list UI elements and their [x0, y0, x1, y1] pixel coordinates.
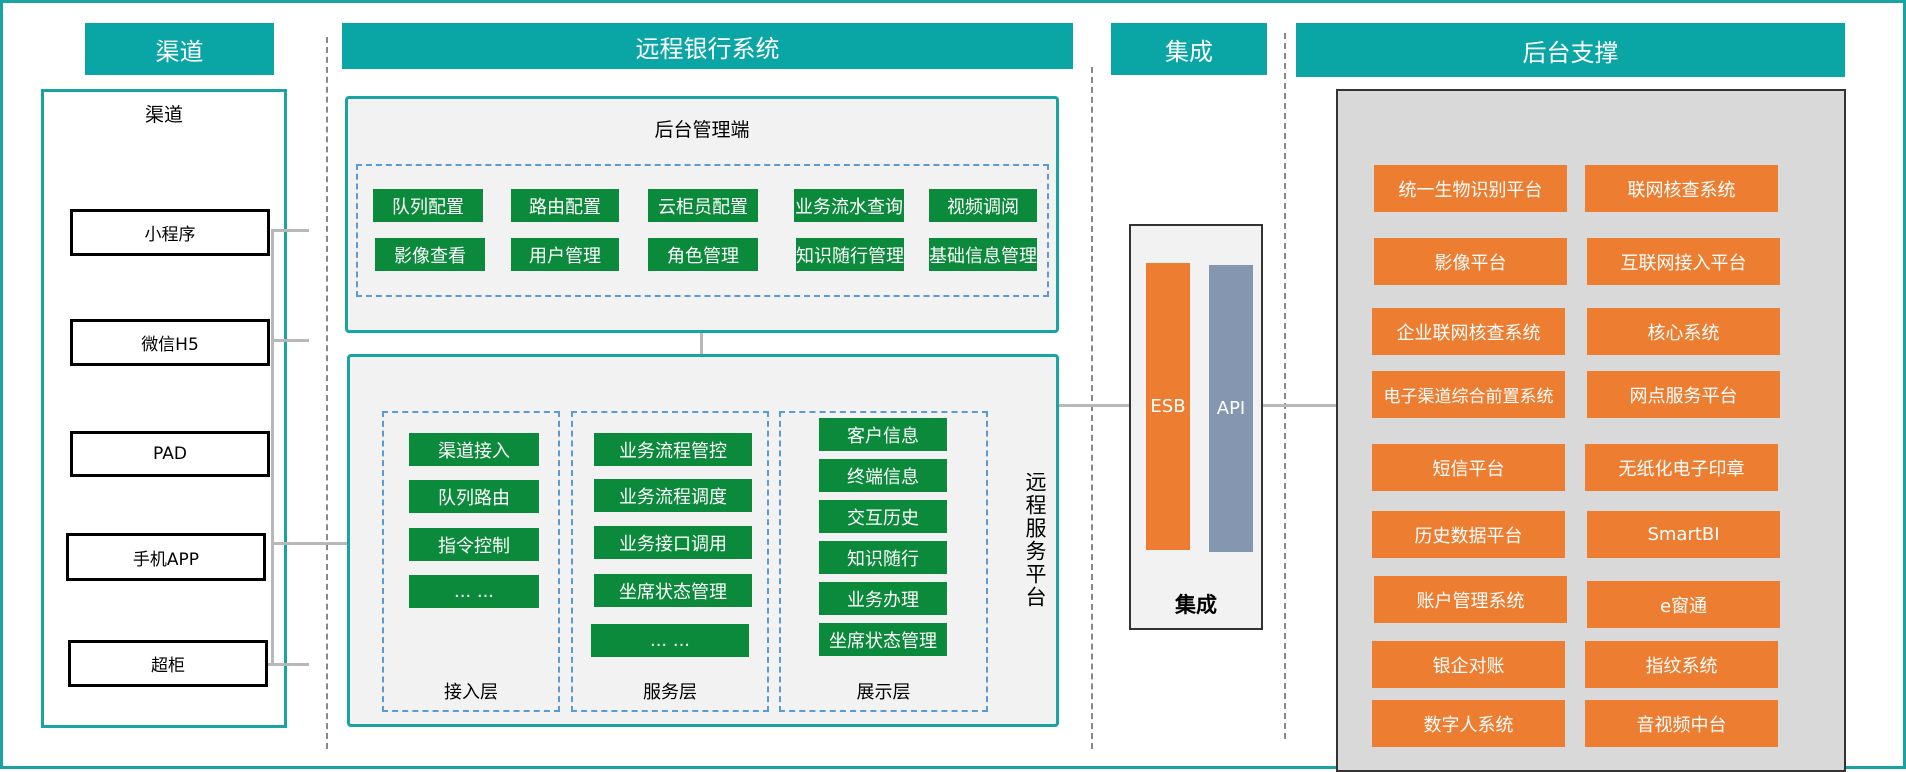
integration-backend-connector [1263, 404, 1336, 407]
display-item-terminal-info: 终端信息 [819, 459, 947, 492]
admin-item-transaction-query: 业务流水查询 [794, 189, 904, 222]
service-item-interface-call: 业务接口调用 [594, 526, 752, 559]
backend-item-internet-access: 互联网接入平台 [1587, 238, 1780, 285]
channel-item-wechat-h5: 微信H5 [70, 319, 270, 366]
service-layer-label: 服务层 [643, 682, 697, 703]
display-layer: 展示层 [779, 411, 988, 712]
backend-item-account-management: 账户管理系统 [1374, 576, 1567, 623]
backend-item-outlet-service: 网点服务平台 [1587, 371, 1780, 418]
separator-2 [1091, 67, 1093, 749]
display-item-knowledge: 知识随行 [819, 541, 947, 574]
admin-item-cloud-teller-config: 云柜员配置 [648, 189, 758, 222]
admin-title: 后台管理端 [654, 118, 750, 141]
service-item-process-control: 业务流程管控 [594, 433, 752, 466]
backend-item-smartbi: SmartBI [1587, 511, 1780, 558]
access-layer: 接入层 [382, 411, 560, 712]
service-item-agent-status: 坐席状态管理 [594, 574, 752, 607]
backend-item-fingerprint: 指纹系统 [1585, 641, 1778, 688]
header-backend: 后台支撑 [1296, 23, 1845, 77]
header-remote-banking: 远程银行系统 [342, 23, 1073, 69]
backend-item-core-system: 核心系统 [1587, 308, 1780, 355]
separator-3 [1284, 33, 1286, 739]
platform-esb-connector [1059, 404, 1129, 407]
admin-item-video-review: 视频调阅 [929, 189, 1037, 222]
display-layer-label: 展示层 [856, 682, 911, 703]
access-item-channel-access: 渠道接入 [409, 433, 539, 466]
admin-item-user-management: 用户管理 [511, 238, 619, 271]
display-item-customer-info: 客户信息 [819, 418, 947, 451]
backend-item-paperless-seal: 无纸化电子印章 [1585, 444, 1778, 491]
access-item-more: ... ... [409, 575, 539, 608]
service-layer: 服务层 [571, 411, 769, 712]
header-integration: 集成 [1111, 23, 1267, 75]
header-channel: 渠道 [85, 23, 274, 75]
access-item-command-control: 指令控制 [409, 528, 539, 561]
channel-line-4 [271, 542, 347, 545]
backend-item-sms-platform: 短信平台 [1372, 444, 1565, 491]
separator-1 [326, 37, 328, 749]
display-item-agent-status: 坐席状态管理 [819, 623, 947, 656]
channel-line-2 [271, 339, 309, 342]
access-layer-label: 接入层 [444, 682, 498, 703]
api-bar: API [1209, 265, 1253, 552]
channel-item-pad: PAD [70, 431, 270, 477]
channel-item-super-counter: 超柜 [68, 640, 268, 687]
channel-bus-line [271, 229, 274, 665]
backend-item-enterprise-verification: 企业联网核查系统 [1372, 308, 1565, 355]
backend-item-online-verification: 联网核查系统 [1585, 165, 1778, 212]
backend-item-biometric: 统一生物识别平台 [1374, 165, 1567, 212]
backend-item-history-data: 历史数据平台 [1372, 511, 1565, 558]
display-item-interaction-history: 交互历史 [819, 500, 947, 533]
backend-item-av-platform: 音视频中台 [1585, 700, 1778, 747]
channel-line-1 [271, 229, 309, 232]
admin-item-basic-info-management: 基础信息管理 [929, 238, 1037, 271]
admin-item-knowledge-management: 知识随行管理 [796, 238, 904, 271]
backend-item-bank-enterprise-reconciliation: 银企对账 [1372, 641, 1565, 688]
access-item-queue-routing: 队列路由 [409, 480, 539, 513]
channel-title: 渠道 [144, 103, 183, 126]
admin-item-queue-config: 队列配置 [373, 189, 483, 222]
backend-item-e-window: e窗通 [1587, 581, 1780, 628]
esb-bar: ESB [1146, 263, 1190, 550]
backend-item-image-platform: 影像平台 [1374, 238, 1567, 285]
service-item-process-dispatch: 业务流程调度 [594, 479, 752, 512]
backend-item-digital-human: 数字人系统 [1372, 700, 1565, 747]
integration-label: 集成 [1175, 593, 1217, 617]
admin-item-route-config: 路由配置 [511, 189, 619, 222]
service-platform-title: 远程服务平台 [1023, 471, 1047, 609]
service-item-more: ... ... [591, 624, 749, 657]
admin-service-connector [700, 333, 703, 355]
display-item-business-handling: 业务办理 [819, 582, 947, 615]
admin-item-role-management: 角色管理 [648, 238, 758, 271]
admin-item-image-view: 影像查看 [375, 238, 485, 271]
channel-item-mobile-app: 手机APP [66, 533, 266, 581]
channel-item-mini-program: 小程序 [70, 209, 270, 256]
backend-item-e-channel-frontend: 电子渠道综合前置系统 [1372, 371, 1565, 418]
channel-line-5 [268, 663, 309, 666]
admin-items-group [356, 164, 1049, 297]
channel-panel: 渠道 [41, 89, 287, 728]
